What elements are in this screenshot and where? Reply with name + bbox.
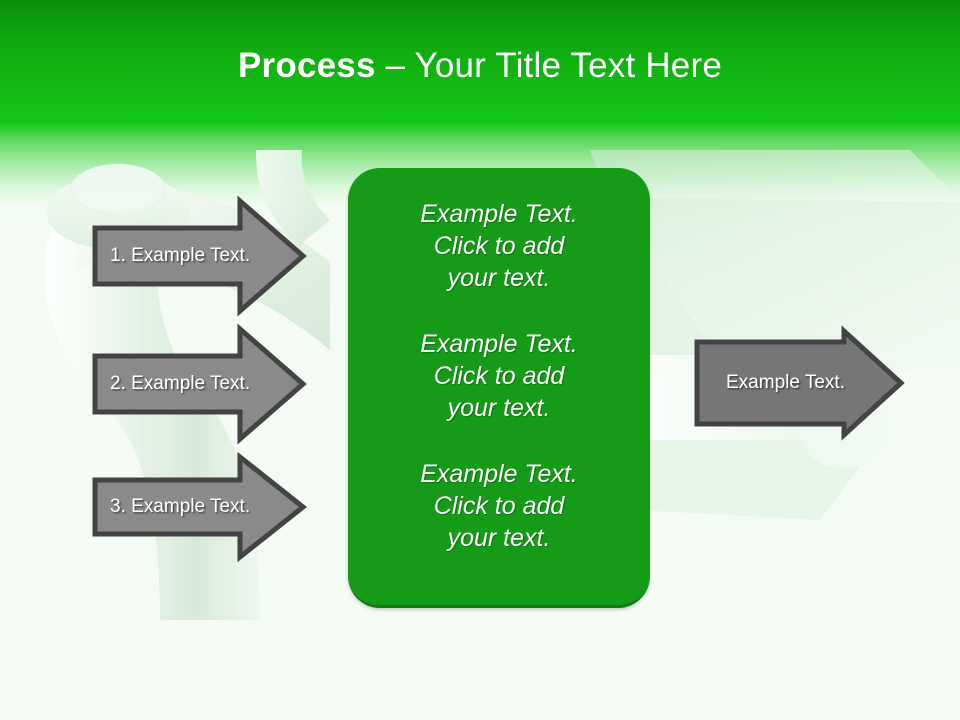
content-panel[interactable]: Example Text. Click to add your text. Ex… [348,168,650,608]
page-title-strong: Process [238,46,376,85]
outcome-arrow-label: Example Text. [726,372,845,393]
page-title: Process – Your Title Text Here [0,45,960,87]
right-arrow-icon [694,325,905,441]
step-arrow-2[interactable]: 2. Example Text. [92,323,307,445]
panel-spacer [348,294,650,328]
step-arrow-3[interactable]: 3. Example Text. [92,451,308,563]
step-arrow-1-label: 1. Example Text. [110,245,251,266]
right-arrow-icon [92,195,307,317]
outcome-arrow[interactable]: Example Text. [694,325,905,441]
panel-paragraph-1[interactable]: Example Text. Click to add your text. [420,200,578,292]
panel-paragraph-2[interactable]: Example Text. Click to add your text. [420,330,578,422]
right-arrow-icon [92,323,307,445]
step-arrow-1[interactable]: 1. Example Text. [92,195,307,317]
panel-paragraph-3[interactable]: Example Text. Click to add your text. [420,460,578,552]
page-title-rest: – Your Title Text Here [375,46,722,85]
step-arrow-3-label: 3. Example Text. [110,496,251,517]
step-arrow-2-label: 2. Example Text. [110,373,251,394]
right-arrow-icon [92,451,308,563]
panel-spacer [348,424,650,458]
